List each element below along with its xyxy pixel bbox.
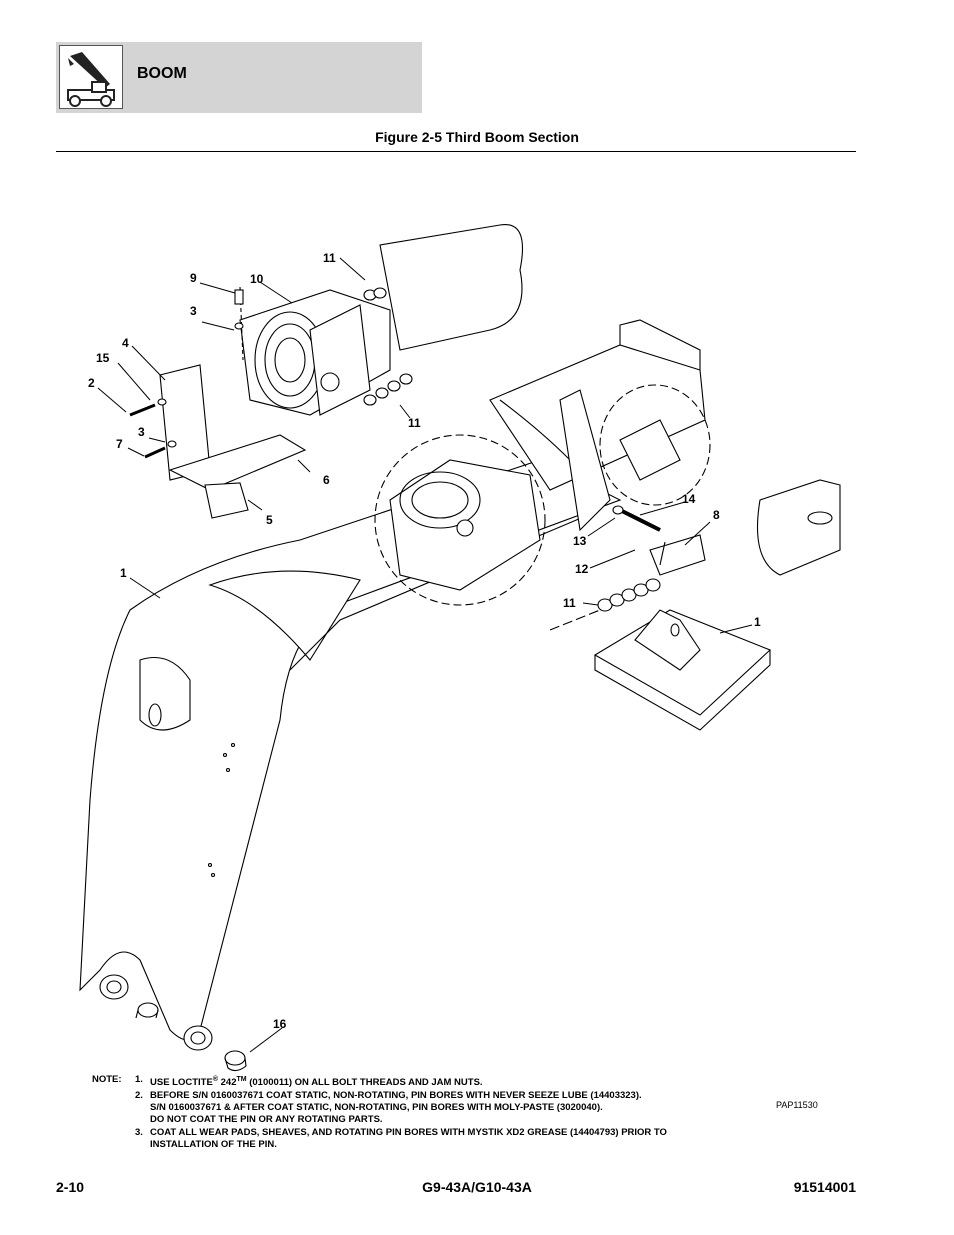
- callout-11-low: 11: [563, 596, 576, 610]
- callout-8: 8: [713, 508, 720, 522]
- note-3-line-2: INSTALLATION OF THE PIN.: [150, 1139, 277, 1151]
- telehandler-boom-icon: [59, 45, 123, 109]
- page-number: 2-10: [56, 1179, 85, 1195]
- note-3-number: 3.: [135, 1126, 143, 1138]
- callout-9: 9: [190, 271, 197, 285]
- callout-12: 12: [575, 562, 589, 576]
- callout-11-top: 11: [323, 251, 336, 265]
- callout-14: 14: [682, 492, 696, 506]
- callout-3-top: 3: [190, 304, 197, 318]
- section-title: BOOM: [137, 65, 187, 82]
- callout-11-mid: 11: [408, 416, 421, 430]
- note-2-line-1: BEFORE S/N 0160037671 COAT STATIC, NON-R…: [150, 1089, 642, 1101]
- callout-7: 7: [116, 437, 123, 451]
- figure-title: Figure 2-5 Third Boom Section: [375, 129, 579, 145]
- notes-label: NOTE:: [92, 1074, 122, 1085]
- callout-3-low: 3: [138, 425, 145, 439]
- callout-5: 5: [266, 513, 273, 527]
- note-1-text: USE LOCTITE® 242TM (0100011) ON ALL BOLT…: [150, 1076, 483, 1089]
- callout-13: 13: [573, 534, 587, 548]
- notes-block: NOTE: 1. USE LOCTITE® 242TM (0100011) ON…: [92, 1074, 790, 1152]
- callout-1-boom: 1: [120, 566, 127, 580]
- drawing-reference-code: PAP11530: [776, 1100, 818, 1110]
- callout-4: 4: [122, 336, 129, 350]
- third-boom-exploded-drawing: 9 10 11 3 4 15 2 11 3 7 6 5 14 8 13 12 1…: [79, 224, 841, 1072]
- callout-1-anchor: 1: [754, 615, 761, 629]
- title-divider: [56, 151, 856, 152]
- model-number: G9-43A/G10-43A: [422, 1179, 532, 1195]
- callout-10: 10: [250, 272, 264, 286]
- note-1-number: 1.: [135, 1074, 143, 1085]
- callout-6: 6: [323, 473, 330, 487]
- note-2-number: 2.: [135, 1089, 143, 1101]
- note-2-line-3: DO NOT COAT THE PIN OR ANY ROTATING PART…: [150, 1114, 383, 1126]
- callout-16: 16: [273, 1017, 287, 1031]
- callout-15: 15: [96, 351, 110, 365]
- callout-2: 2: [88, 376, 95, 390]
- note-3-line-1: COAT ALL WEAR PADS, SHEAVES, AND ROTATIN…: [150, 1126, 667, 1138]
- note-2-line-2: S/N 0160037671 & AFTER COAT STATIC, NON-…: [150, 1101, 603, 1113]
- document-number: 91514001: [793, 1179, 856, 1195]
